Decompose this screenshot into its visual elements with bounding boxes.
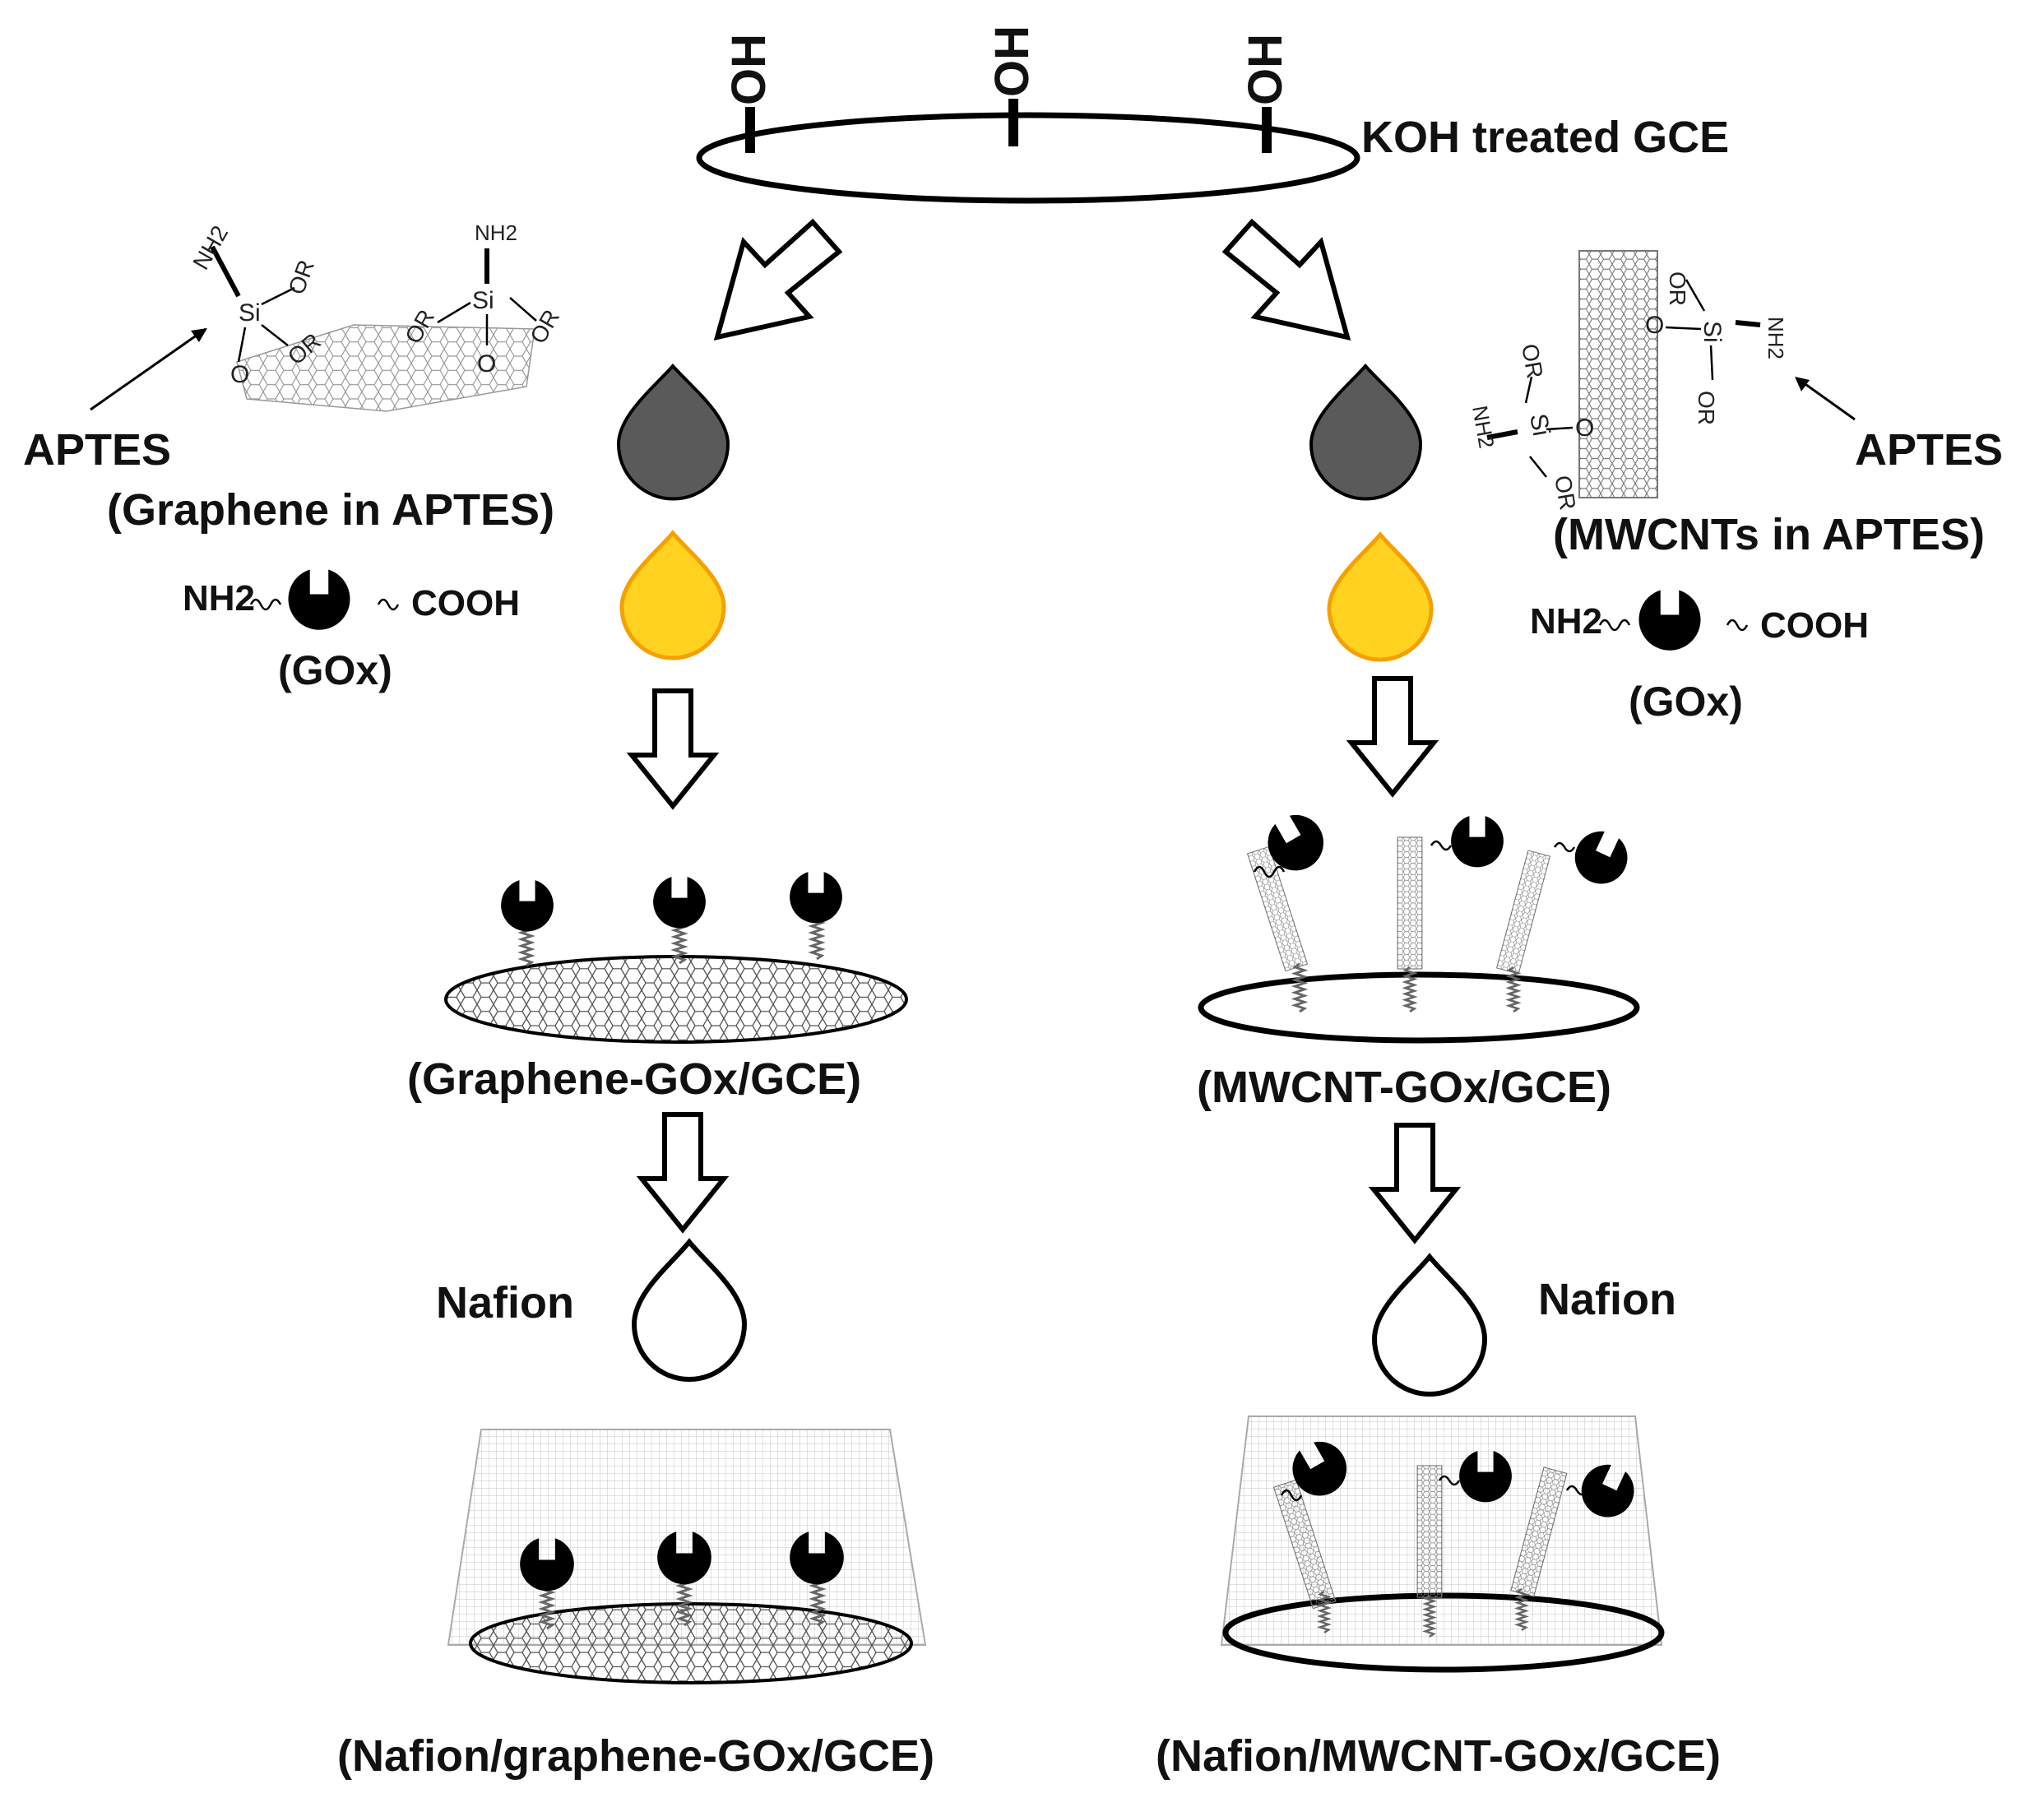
linker-spring xyxy=(1293,962,1306,1013)
or-label: OR xyxy=(1550,474,1581,512)
amine-label: NH2 xyxy=(1530,601,1602,642)
aptes-pointer-line xyxy=(90,327,206,411)
aptes-mwcnt-structure: OR O Si NH2 OR O Si NH2 OR OR xyxy=(1467,250,1788,512)
nanotube xyxy=(1495,849,1551,975)
nafion-label: Nafion xyxy=(436,1278,574,1327)
si-label: Si xyxy=(472,287,494,314)
aptes-pointer-arrowhead xyxy=(191,328,207,342)
nh2-label: NH2 xyxy=(1467,404,1499,450)
mwcnt-suspension-drop-icon xyxy=(1309,363,1423,501)
koh-treated-electrode: OH OH OH KOH treated GCE xyxy=(696,25,1729,204)
oh-label: OH xyxy=(1239,34,1292,105)
aptes-label: APTES xyxy=(1855,425,2003,475)
final-label: (Nafion/MWCNT-GOx/GCE) xyxy=(1156,1731,1721,1781)
gox-label: (GOx) xyxy=(1629,679,1743,725)
gox-label: (GOx) xyxy=(278,647,392,693)
down-arrow-icon xyxy=(1374,1125,1456,1240)
o-label: O xyxy=(477,350,496,378)
mwcnt-gox-electrode xyxy=(1198,805,1640,1044)
diagonal-arrow-left xyxy=(713,218,843,341)
down-arrow-icon xyxy=(642,1114,724,1230)
or-label: OR xyxy=(1694,391,1719,425)
nanotube xyxy=(1416,1465,1443,1598)
graphene-suspension-drop-icon xyxy=(616,363,730,501)
gox-enzyme-legend: NH2 COOH (GOx) xyxy=(1530,590,1869,725)
enzyme-icon xyxy=(1638,590,1701,651)
linker-spring xyxy=(1508,966,1519,1013)
suspension-label: (Graphene in APTES) xyxy=(107,485,554,535)
aptes-pointer-arrowhead xyxy=(1795,377,1810,392)
carboxyl-label: COOH xyxy=(1760,605,1869,646)
gox-solution-drop-icon xyxy=(1327,531,1434,662)
enzyme-icon xyxy=(1566,823,1636,893)
diagonal-arrow-right xyxy=(1221,218,1351,341)
si-label: Si xyxy=(239,299,261,327)
final-label: (Nafion/graphene-GOx/GCE) xyxy=(337,1731,934,1781)
gox-enzyme-legend: NH2 COOH (GOx) xyxy=(183,569,520,693)
electrode-label: KOH treated GCE xyxy=(1361,113,1729,162)
or-label: OR xyxy=(1517,342,1548,381)
product-label: (Graphene-GOx/GCE) xyxy=(407,1054,861,1104)
nafion-graphene-gox-electrode xyxy=(447,1429,927,1684)
nafion-mwcnt-gox-electrode xyxy=(1220,1415,1665,1673)
graphene-gox-electrode xyxy=(444,872,908,1044)
nafion-drop-icon xyxy=(631,1238,748,1382)
aptes-label: APTES xyxy=(23,425,171,475)
o-label: O xyxy=(230,361,249,388)
nanotube xyxy=(1397,836,1423,970)
aptes-graphene-structure: NH2 Si OR OR O NH2 Si OR OR O xyxy=(188,220,564,412)
nafion-drop-icon xyxy=(1371,1253,1488,1397)
enzyme-icon xyxy=(653,877,706,929)
carboxyl-label: COOH xyxy=(411,583,520,623)
si-label: Si xyxy=(1524,411,1555,438)
o-label: O xyxy=(1575,415,1594,442)
or-label: OR xyxy=(1665,271,1690,306)
nh2-label: NH2 xyxy=(475,220,517,245)
amine-label: NH2 xyxy=(183,578,255,619)
down-arrow-icon xyxy=(1351,679,1434,794)
enzyme-icon xyxy=(288,569,350,630)
suspension-label: (MWCNTs in APTES) xyxy=(1553,510,1985,559)
nh2-label: NH2 xyxy=(188,221,233,274)
enzyme-icon xyxy=(1451,816,1504,868)
oh-label: OH xyxy=(985,25,1039,97)
nafion-label: Nafion xyxy=(1538,1275,1676,1324)
down-arrow-icon xyxy=(632,691,714,806)
oh-label: OH xyxy=(722,34,776,105)
nh2-label: NH2 xyxy=(1764,317,1788,359)
si-label: Si xyxy=(1699,321,1726,343)
enzyme-icon xyxy=(501,880,554,932)
gox-solution-drop-icon xyxy=(619,530,726,660)
product-label: (MWCNT-GOx/GCE) xyxy=(1197,1063,1611,1112)
o-label: O xyxy=(1645,312,1664,339)
aptes-pointer-line xyxy=(1796,377,1856,421)
or-label: OR xyxy=(284,257,319,298)
enzyme-icon xyxy=(790,872,842,924)
